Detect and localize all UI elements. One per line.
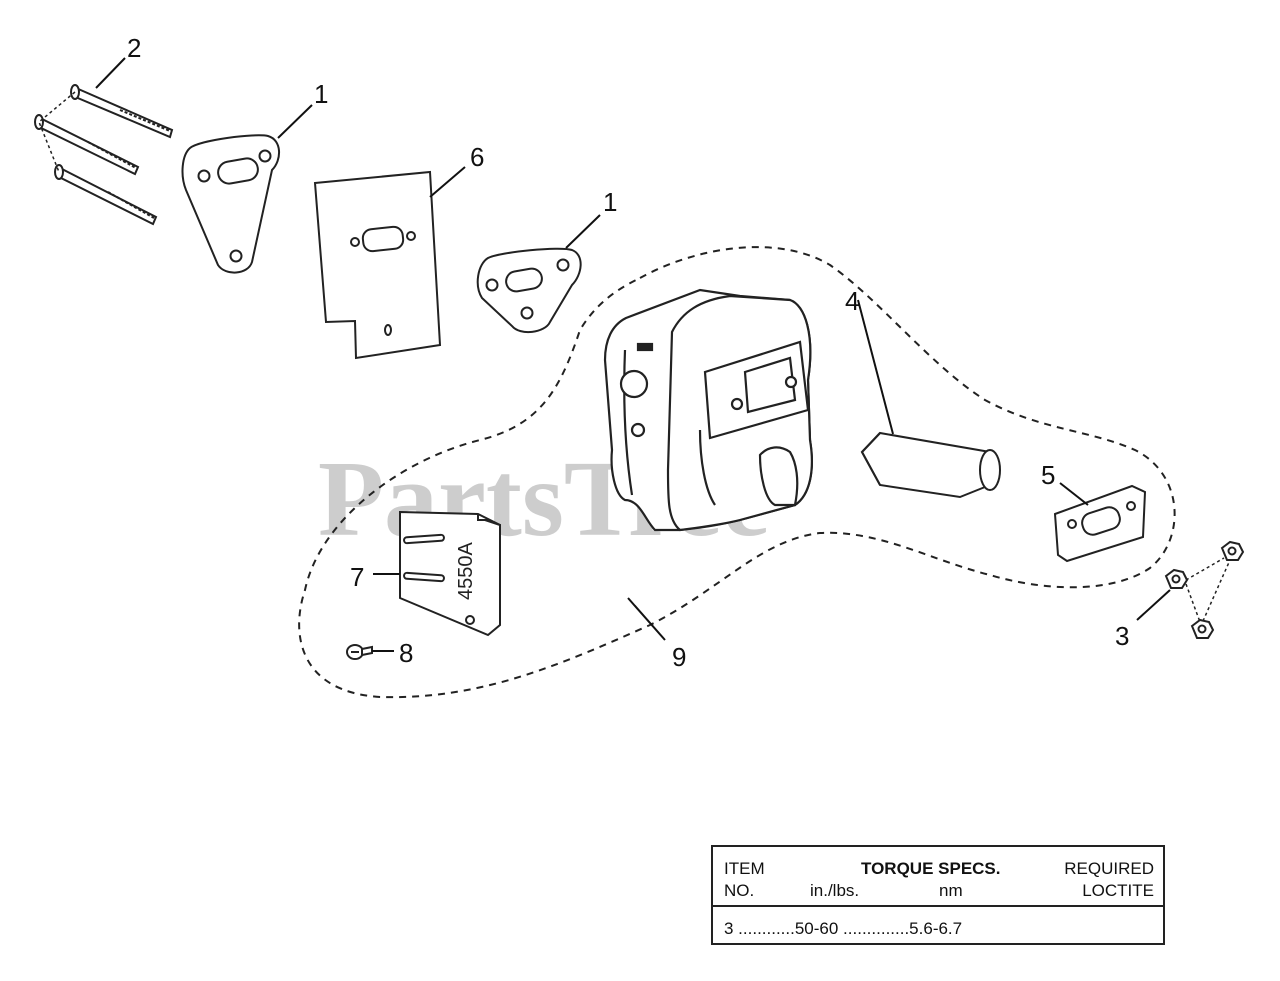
heat-shield-icon <box>399 510 501 637</box>
nut-group-dotted-link <box>1185 557 1231 623</box>
callout-7: 7 <box>350 562 364 592</box>
callout-2: 2 <box>127 33 141 63</box>
loctite-header: LOCTITE <box>1082 881 1154 900</box>
torque-table-row: 3 ............50-60 ..............5.6-6.… <box>724 919 963 938</box>
item-header: ITEM <box>724 859 765 878</box>
callout-4: 4 <box>845 286 859 316</box>
assembly-outline-dashed <box>298 246 1176 699</box>
heat-shield-part-number: 4550A <box>455 542 477 600</box>
torque-specs-header: TORQUE SPECS. <box>861 859 1001 878</box>
flange-plate-icon <box>1053 484 1147 563</box>
unit-inlbs-header: in./lbs. <box>810 881 860 900</box>
screw-icon <box>346 644 373 660</box>
gasket-icon <box>181 134 280 274</box>
torque-specs-table: ITEM NO. TORQUE SPECS. in./lbs. nm REQUI… <box>711 845 1165 945</box>
callout-1: 1 <box>603 187 617 217</box>
callout-8: 8 <box>399 638 413 668</box>
bolt-icon <box>70 84 174 139</box>
spark-arrestor-icon <box>860 431 1001 499</box>
unit-nm-header: nm <box>939 881 963 900</box>
callout-3: 3 <box>1115 621 1129 651</box>
nut-icon <box>1190 618 1215 639</box>
leader-lines <box>95 57 1171 652</box>
gasket-icon <box>476 247 582 334</box>
callout-9: 9 <box>672 642 686 672</box>
mounting-plate-icon <box>313 170 442 360</box>
nut-icon <box>1220 540 1245 561</box>
bolt-icon <box>54 164 158 226</box>
bolt-icon <box>34 114 140 176</box>
nut-icon <box>1164 568 1189 589</box>
item-no-header: NO. <box>724 881 755 900</box>
callout-5: 5 <box>1041 460 1055 490</box>
callout-1: 1 <box>314 79 328 109</box>
torque-table-header: ITEM NO. TORQUE SPECS. in./lbs. nm REQUI… <box>713 847 1163 907</box>
required-header: REQUIRED <box>1064 859 1154 878</box>
callout-6: 6 <box>470 142 484 172</box>
muffler-icon <box>603 288 813 532</box>
